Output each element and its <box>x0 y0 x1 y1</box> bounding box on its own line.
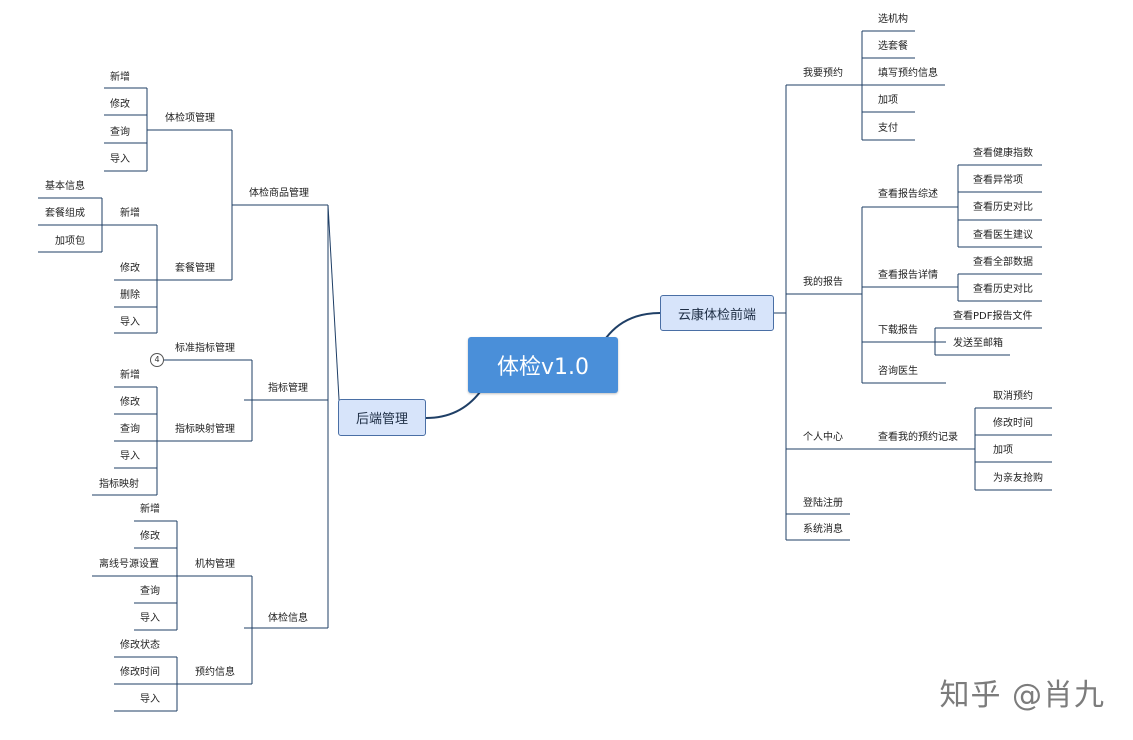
branch-frontend[interactable]: 云康体检前端 <box>660 295 774 331</box>
leaf-item[interactable]: 查看医生建议 <box>973 230 1033 241</box>
leaf-item[interactable]: 取消预约 <box>993 391 1033 402</box>
topic-my-report[interactable]: 我的报告 <box>803 277 843 288</box>
topic-exam-info[interactable]: 体检信息 <box>268 613 308 624</box>
topic-report-summary[interactable]: 查看报告综述 <box>878 189 938 200</box>
leaf-item[interactable]: 查看历史对比 <box>973 202 1033 213</box>
leaf-item[interactable]: 导入 <box>110 154 130 165</box>
leaf-item[interactable]: 查看全部数据 <box>973 257 1033 268</box>
topic-my-bookings[interactable]: 查看我的预约记录 <box>878 432 958 443</box>
leaf-item[interactable]: 查询 <box>110 127 130 138</box>
topic-make-booking[interactable]: 我要预约 <box>803 68 843 79</box>
leaf-item[interactable]: 查询 <box>120 424 140 435</box>
topic-indicator-mapping[interactable]: 指标映射管理 <box>175 424 235 435</box>
leaf-item[interactable]: 查看PDF报告文件 <box>953 311 1033 322</box>
leaf-item[interactable]: 修改时间 <box>993 418 1033 429</box>
topic-booking-info[interactable]: 预约信息 <box>195 667 235 678</box>
leaf-item[interactable]: 加项 <box>993 445 1013 456</box>
connector-line <box>327 204 341 418</box>
topic-download-report[interactable]: 下载报告 <box>878 325 918 336</box>
leaf-item[interactable]: 删除 <box>120 290 140 301</box>
watermark: 知乎 @肖九 <box>939 678 1105 713</box>
leaf-item[interactable]: 选机构 <box>878 14 908 25</box>
leaf-item[interactable]: 修改时间 <box>120 667 160 678</box>
leaf-item[interactable]: 导入 <box>140 613 160 624</box>
leaf-item[interactable]: 导入 <box>120 451 140 462</box>
leaf-item[interactable]: 修改 <box>120 263 140 274</box>
leaf-item[interactable]: 修改 <box>120 397 140 408</box>
leaf-consult-doctor[interactable]: 咨询医生 <box>878 366 918 377</box>
leaf-item[interactable]: 修改 <box>110 99 130 110</box>
leaf-item[interactable]: 导入 <box>120 317 140 328</box>
leaf-item[interactable]: 导入 <box>140 694 160 705</box>
root-topic[interactable]: 体检v1.0 <box>468 337 618 393</box>
leaf-item[interactable]: 指标映射 <box>99 479 139 490</box>
topic-indicators[interactable]: 指标管理 <box>268 383 308 394</box>
topic-exam-goods[interactable]: 体检商品管理 <box>249 188 309 199</box>
topic-package-mgmt[interactable]: 套餐管理 <box>175 263 215 274</box>
topic-package-add[interactable]: 新增 <box>120 208 140 219</box>
topic-exam-item-mgmt[interactable]: 体检项管理 <box>165 113 215 124</box>
leaf-item[interactable]: 查询 <box>140 586 160 597</box>
leaf-item[interactable]: 查看历史对比 <box>973 284 1033 295</box>
topic-personal-center[interactable]: 个人中心 <box>803 432 843 443</box>
leaf-item[interactable]: 发送至邮箱 <box>953 338 1003 349</box>
leaf-item[interactable]: 新增 <box>120 370 140 381</box>
connector-curve <box>425 391 481 419</box>
leaf-item[interactable]: 离线号源设置 <box>99 559 159 570</box>
leaf-item[interactable]: 选套餐 <box>878 41 908 52</box>
leaf-system-messages[interactable]: 系统消息 <box>803 524 843 535</box>
topic-report-detail[interactable]: 查看报告详情 <box>878 270 938 281</box>
leaf-login-register[interactable]: 登陆注册 <box>803 498 843 509</box>
leaf-item[interactable]: 填写预约信息 <box>878 68 938 79</box>
leaf-item[interactable]: 查看异常项 <box>973 175 1023 186</box>
topic-std-indicator[interactable]: 标准指标管理 <box>175 343 235 354</box>
child-count-badge[interactable]: 4 <box>150 353 164 367</box>
leaf-item[interactable]: 为亲友抢购 <box>993 473 1043 484</box>
branch-backend[interactable]: 后端管理 <box>338 399 426 436</box>
leaf-item[interactable]: 支付 <box>878 123 898 134</box>
topic-institution-mgmt[interactable]: 机构管理 <box>195 559 235 570</box>
leaf-item[interactable]: 新增 <box>110 72 130 83</box>
leaf-item[interactable]: 基本信息 <box>45 181 85 192</box>
leaf-item[interactable]: 修改 <box>140 531 160 542</box>
leaf-item[interactable]: 加项包 <box>55 236 85 247</box>
leaf-item[interactable]: 查看健康指数 <box>973 148 1033 159</box>
leaf-item[interactable]: 修改状态 <box>120 640 160 651</box>
leaf-item[interactable]: 套餐组成 <box>45 208 85 219</box>
leaf-item[interactable]: 新增 <box>140 504 160 515</box>
leaf-item[interactable]: 加项 <box>878 95 898 106</box>
connector-curve <box>605 312 661 339</box>
